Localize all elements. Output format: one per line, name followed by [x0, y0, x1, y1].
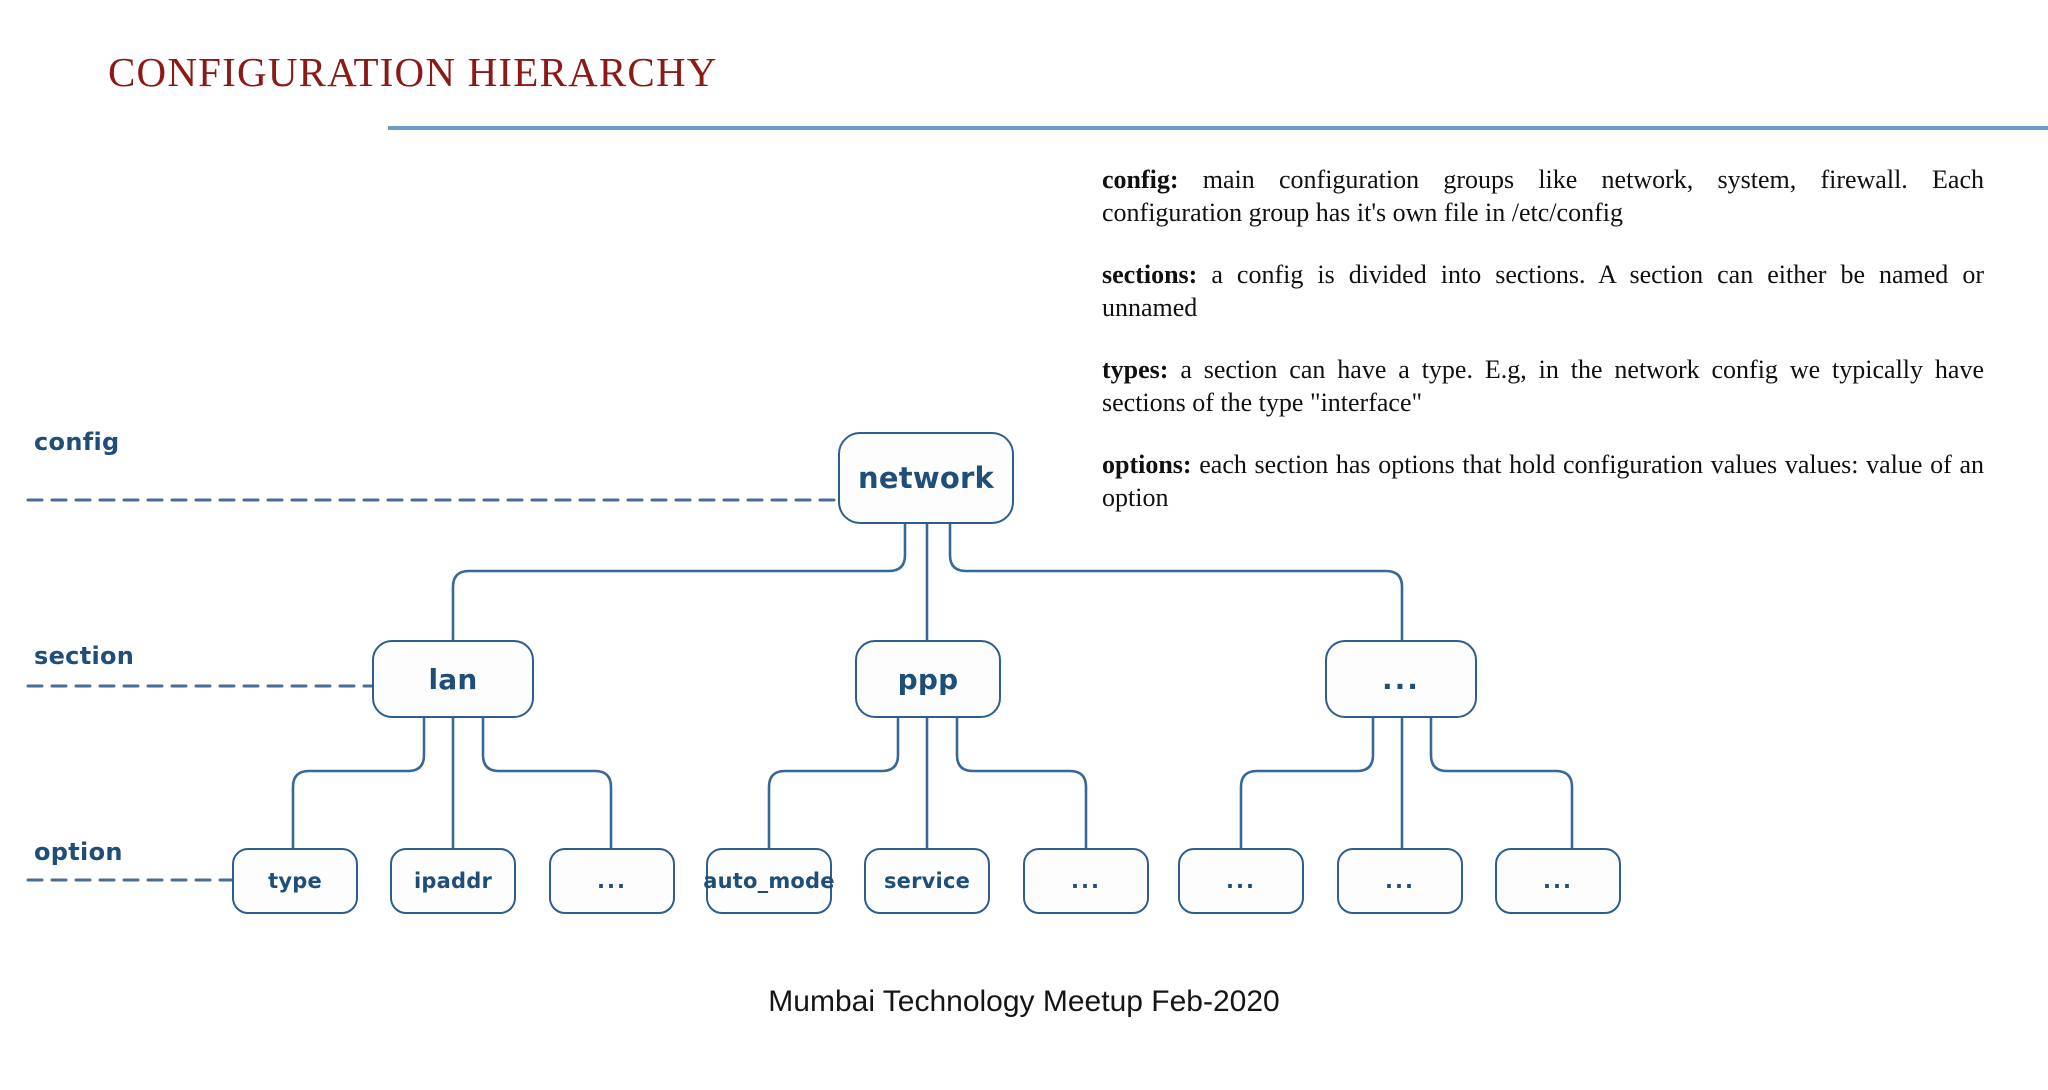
note-body-config: main configuration groups like network, … — [1102, 165, 1984, 227]
note-body-sections: a config is divided into sections. A sec… — [1102, 260, 1984, 322]
note-config: config: main configuration groups like n… — [1102, 163, 1984, 229]
row-label-config: config — [34, 428, 120, 456]
node-option-section3-ellipsis-3[interactable]: ... — [1495, 848, 1621, 914]
node-section-lan[interactable]: lan — [372, 640, 534, 718]
note-types: types: a section can have a type. E.g, i… — [1102, 353, 1984, 419]
note-body-types: a section can have a type. E.g, in the n… — [1102, 355, 1984, 417]
note-term-sections: sections: — [1102, 260, 1198, 289]
note-sections: sections: a config is divided into secti… — [1102, 258, 1984, 324]
connector-ppp-to-ellipsis — [955, 714, 1088, 851]
connector-lan-to-ellipsis — [481, 714, 613, 851]
row-label-option: option — [34, 838, 123, 866]
connector-network-to-lan — [451, 521, 907, 643]
notes-panel: config: main configuration groups like n… — [1102, 163, 1984, 514]
connector-network-to-section3 — [948, 521, 1404, 643]
note-term-config: config: — [1102, 165, 1179, 194]
row-label-section: section — [34, 642, 135, 670]
node-option-auto-mode[interactable]: auto_mode — [703, 848, 835, 914]
node-option-ipaddr[interactable]: ipaddr — [390, 848, 516, 914]
note-term-options: options: — [1102, 450, 1192, 479]
connector-section3-to-option1 — [1239, 714, 1375, 851]
node-option-service[interactable]: service — [864, 848, 990, 914]
page-title: CONFIGURATION HIERARCHY — [108, 49, 718, 95]
node-network[interactable]: network — [838, 432, 1014, 524]
connector-section3-to-option3 — [1429, 714, 1574, 851]
node-option-section3-ellipsis-2[interactable]: ... — [1337, 848, 1463, 914]
node-section-ppp[interactable]: ppp — [855, 640, 1001, 718]
node-option-type[interactable]: type — [232, 848, 358, 914]
note-term-types: types: — [1102, 355, 1169, 384]
node-section-ellipsis[interactable]: ... — [1325, 640, 1477, 718]
title-underline-rule — [388, 126, 2048, 130]
note-body-options: each section has options that hold confi… — [1102, 450, 1984, 512]
node-option-lan-ellipsis[interactable]: ... — [549, 848, 675, 914]
connector-ppp-to-auto-mode — [767, 714, 900, 851]
node-option-section3-ellipsis-1[interactable]: ... — [1178, 848, 1304, 914]
note-options: options: each section has options that h… — [1102, 448, 1984, 514]
node-option-ppp-ellipsis[interactable]: ... — [1023, 848, 1149, 914]
connector-lan-to-type — [291, 714, 426, 851]
slide-footer: Mumbai Technology Meetup Feb-2020 — [768, 985, 1280, 1018]
